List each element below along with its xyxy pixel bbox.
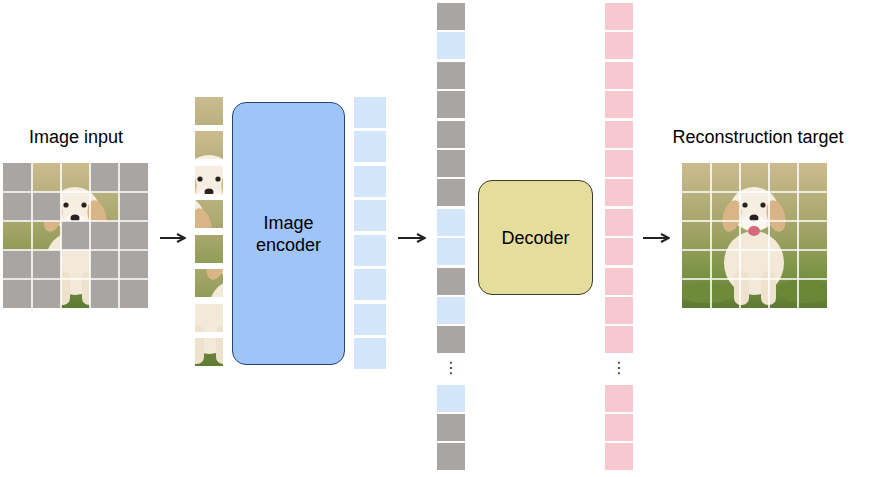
image-caption: Reconstruction target (672, 126, 843, 148)
token (437, 32, 465, 59)
dog-photo (677, 163, 837, 308)
mask-token (437, 91, 465, 118)
mask-patch (119, 279, 148, 308)
box-label: Decoder (501, 227, 569, 249)
mask-patch (32, 279, 61, 308)
output-token (605, 209, 633, 236)
output-token (605, 62, 633, 89)
mask-patch (119, 192, 148, 221)
output-token (605, 297, 633, 324)
mask-patch (32, 250, 61, 279)
output-token (605, 238, 633, 265)
token (437, 385, 465, 412)
token-sequence (437, 3, 465, 470)
token (354, 338, 386, 369)
token (354, 235, 386, 266)
flow-arrow (398, 237, 424, 239)
decoder-box: Decoder (478, 180, 593, 295)
grid-line (682, 191, 827, 193)
mask-patch (90, 221, 119, 250)
grid-line (710, 163, 712, 308)
grid-line (768, 163, 770, 308)
mask-patch (90, 163, 119, 192)
target-image (677, 163, 837, 308)
grid-line (3, 220, 148, 222)
grid-line (60, 163, 62, 308)
token (354, 166, 386, 197)
output-token (605, 414, 633, 441)
mask-token (437, 150, 465, 177)
mask-patch (119, 163, 148, 192)
token (354, 304, 386, 335)
output-token (605, 443, 633, 470)
mask-token (437, 414, 465, 441)
grid-line (797, 163, 799, 308)
grid-line (682, 220, 827, 222)
output-token (605, 3, 633, 30)
grid-line (31, 163, 33, 308)
box-label: Image encoder (241, 212, 336, 256)
mask-patch (61, 221, 90, 250)
mask-patch (3, 250, 32, 279)
token (354, 200, 386, 231)
token (437, 297, 465, 324)
token (354, 131, 386, 162)
mask-patch (3, 279, 32, 308)
token (354, 269, 386, 300)
dog-photo (0, 163, 158, 308)
flow-arrow (643, 237, 668, 239)
encoder-box: Image encoder (232, 102, 345, 365)
encoded-tokens (354, 97, 386, 369)
image-heading-block: Reconstruction target (650, 124, 866, 156)
mask-token (437, 3, 465, 30)
mask-patch (3, 163, 32, 192)
image-caption: Image input (29, 126, 123, 148)
grid-line (739, 163, 741, 308)
output-token (605, 150, 633, 177)
patch-grid (3, 163, 148, 308)
mask-token (437, 326, 465, 353)
mask-token (437, 121, 465, 148)
mask-patch (32, 192, 61, 221)
ellipsis-mark: ⋮ (607, 359, 631, 377)
output-token (605, 121, 633, 148)
mask-token (437, 62, 465, 89)
token (354, 97, 386, 128)
grid-line (3, 191, 148, 193)
output-token (605, 268, 633, 295)
output-token (605, 385, 633, 412)
grid-line (118, 163, 120, 308)
mask-token (437, 443, 465, 470)
mask-token (437, 268, 465, 295)
mask-patch (3, 192, 32, 221)
decoded-tokens (605, 3, 633, 470)
grid-line (89, 163, 91, 308)
output-token (605, 91, 633, 118)
mask-token (437, 179, 465, 206)
grid-line (682, 278, 827, 280)
mask-patch (90, 250, 119, 279)
grid-line (3, 278, 148, 280)
token (437, 209, 465, 236)
mask-patch (90, 279, 119, 308)
mask-patches (3, 163, 148, 308)
output-token (605, 32, 633, 59)
mask-patch (119, 250, 148, 279)
patch-grid (682, 163, 827, 308)
grid-line (3, 249, 148, 251)
image-heading-block: Image input (0, 124, 152, 156)
ellipsis-mark: ⋮ (439, 359, 463, 377)
masked-image (0, 163, 158, 308)
token (437, 238, 465, 265)
grid-line (682, 249, 827, 251)
output-token (605, 326, 633, 353)
mask-patch (119, 221, 148, 250)
flow-arrow (160, 237, 184, 239)
output-token (605, 179, 633, 206)
